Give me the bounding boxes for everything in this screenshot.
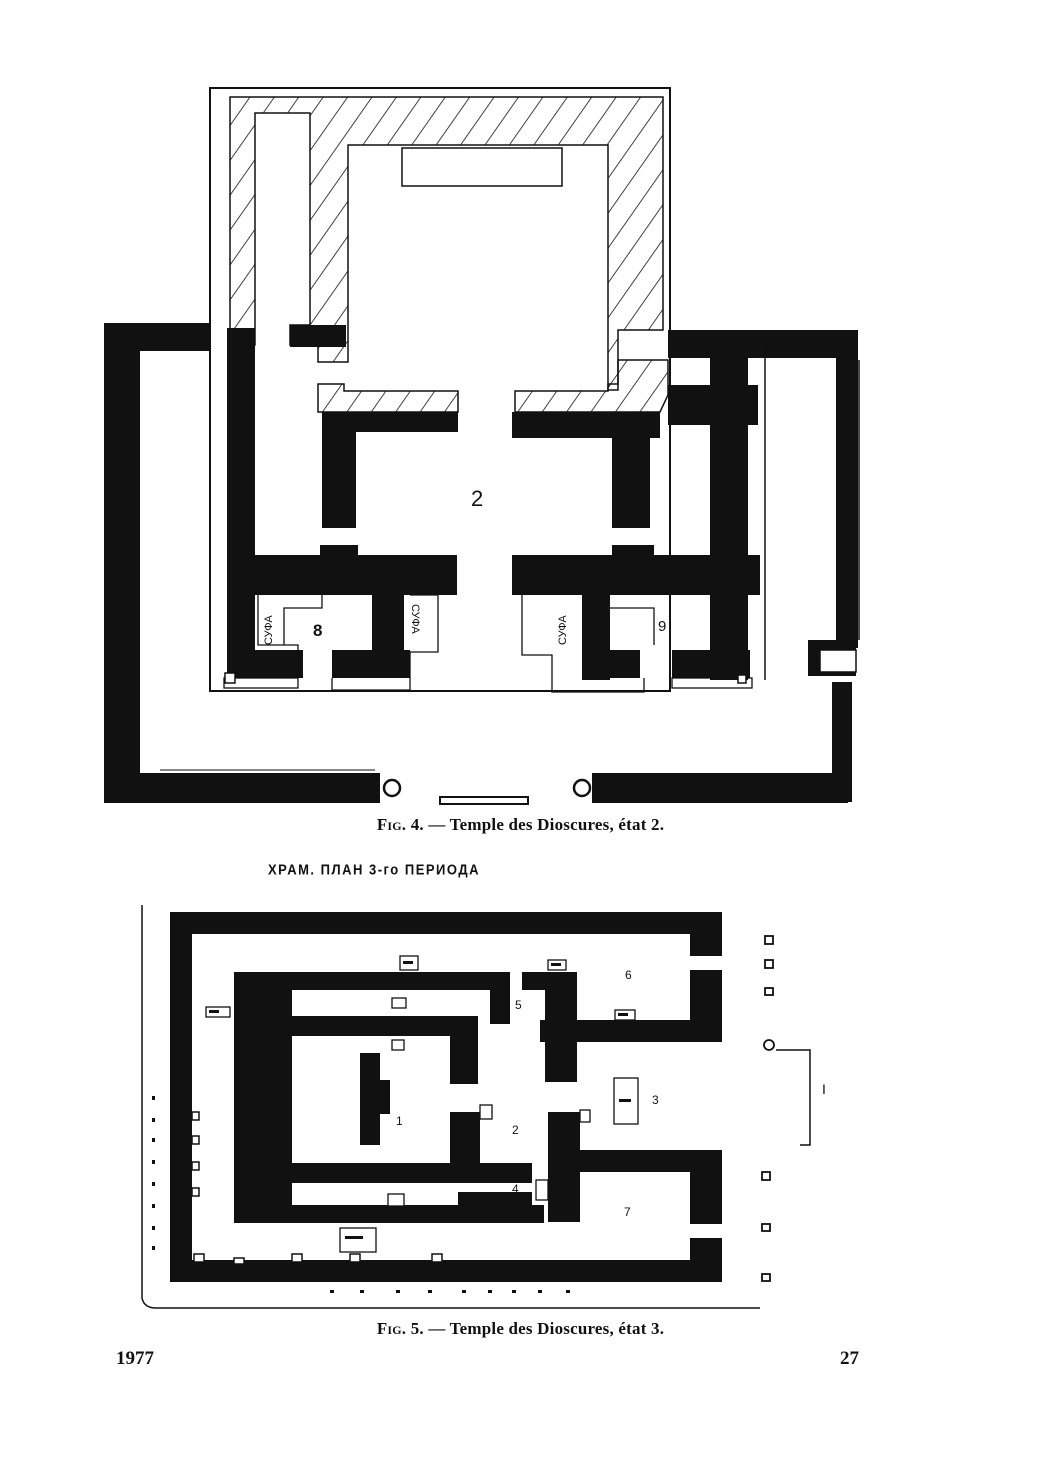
figure-4-number: Fig. 4. [376,815,424,834]
room-label-9: 9 [658,618,666,635]
altar-base [401,147,563,187]
room-label-6: 6 [625,968,632,982]
bracket [776,1049,811,1146]
sufa-label: СУФА [557,615,569,645]
bracket-label: I [822,1081,826,1097]
room-label-4: 4 [512,1182,519,1196]
column-base-left [382,778,402,798]
figure-5-russian-title: ХРАМ. ПЛАН 3-го ПЕРИОДА [268,860,480,879]
room-outlines [223,594,753,693]
year-label: 1977 [116,1348,154,1369]
inner-walls [234,972,722,1223]
room-label-7: 7 [624,1205,631,1219]
street-lettering-marks [152,1096,570,1293]
street-boundary-line [141,905,760,1309]
column-base-right [572,778,592,798]
figure-4-caption: Fig. 4. — Temple des Dioscures, état 2. [0,815,1041,835]
figure-4-title: — Temple des Dioscures, état 2. [428,815,665,834]
threshold [439,796,529,805]
room-label-3: 3 [652,1093,659,1107]
stone-marks [209,961,631,1239]
sufa-label: СУФА [409,604,421,634]
edge-bases [191,1111,443,1265]
hatched-wall-structure [229,96,664,391]
column-bases [761,935,775,1282]
room-label-8: 8 [313,621,322,640]
room-label-5: 5 [515,998,522,1012]
page-number: 27 [840,1348,859,1369]
room-label-1: 1 [396,1114,403,1128]
hatched-block-left [317,383,459,413]
inner-walls [227,325,760,680]
figure-5-caption: Fig. 5. — Temple des Dioscures, état 3. [0,1319,1041,1339]
sufa-label: СУФА [263,615,275,645]
figure-5-title: — Temple des Dioscures, état 3. [428,1319,665,1338]
room-label-2: 2 [512,1123,519,1137]
room-label-2: 2 [471,486,483,511]
figure-5-number: Fig. 5. [376,1319,424,1338]
perimeter-wall [104,323,858,803]
figure-4-plan: 2 8 9 СУФА СУФА СУФА [104,87,860,805]
